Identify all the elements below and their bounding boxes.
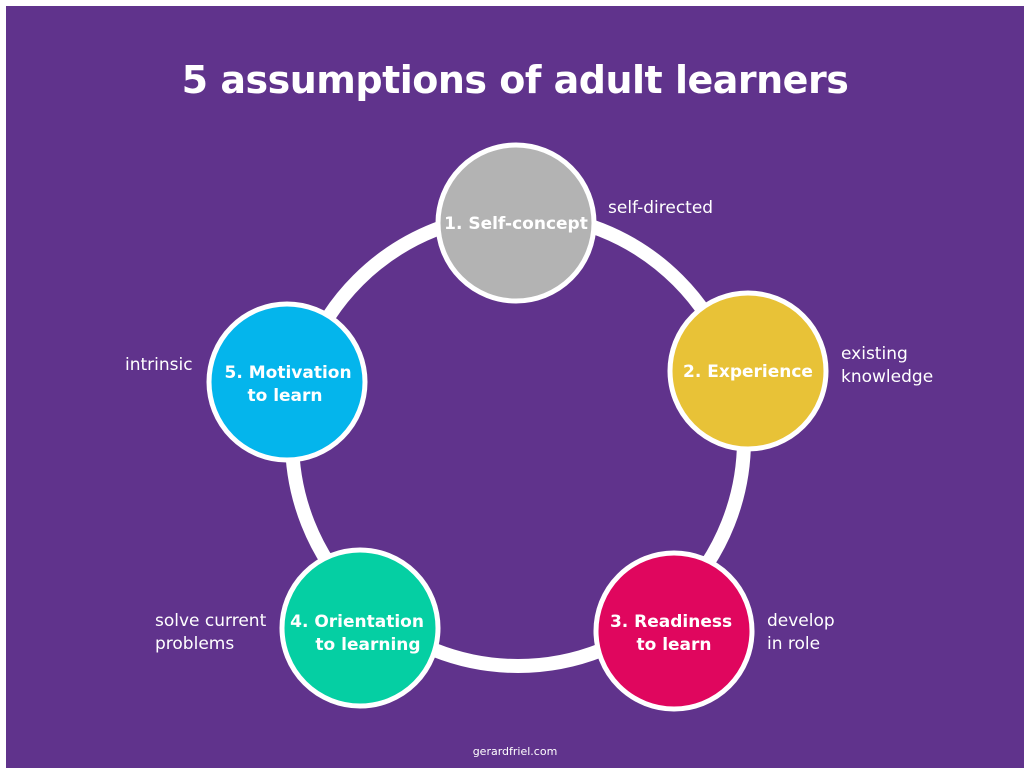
node-experience-circle [667, 290, 829, 452]
node-motivation-label-line: to learn [247, 386, 322, 406]
node-experience: 2. Experience [667, 290, 829, 452]
note-experience: existing knowledge [841, 344, 934, 387]
note-self-concept: self-directed [608, 198, 714, 218]
node-motivation-label: 5. Motivation to learn [225, 363, 358, 406]
slide-background [6, 6, 1024, 768]
node-self-concept-label: 1. Self-concept [444, 214, 588, 234]
node-orientation-label-line: 4. Orientation [290, 612, 424, 632]
node-readiness: 3. Readiness to learn [593, 550, 755, 712]
node-readiness-label: 3. Readiness to learn [610, 612, 738, 655]
node-motivation-circle [206, 301, 368, 463]
node-readiness-circle [593, 550, 755, 712]
footer-credit: gerardfriel.com [472, 745, 558, 758]
node-self-concept-circle [435, 142, 597, 304]
node-motivation: 5. Motivation to learn [206, 301, 368, 463]
node-experience-label-line: 2. Experience [683, 362, 813, 382]
node-readiness-label-line: to learn [636, 635, 711, 655]
node-self-concept: 1. Self-concept [435, 142, 597, 304]
node-orientation-label-line: to learning [315, 635, 420, 655]
node-motivation-label-line: 5. Motivation [225, 363, 352, 383]
node-readiness-label-line: 3. Readiness [610, 612, 732, 632]
node-orientation-circle [279, 547, 441, 709]
diagram-title: 5 assumptions of adult learners [181, 58, 849, 102]
note-orientation: solve current problems [155, 611, 267, 654]
node-orientation-label: 4. Orientation to learning [290, 612, 430, 655]
node-experience-label: 2. Experience [683, 362, 813, 382]
node-self-concept-label-line: 1. Self-concept [444, 214, 588, 234]
note-motivation: intrinsic [125, 355, 193, 375]
note-readiness: develop in role [767, 611, 835, 654]
node-orientation: 4. Orientation to learning [279, 547, 441, 709]
